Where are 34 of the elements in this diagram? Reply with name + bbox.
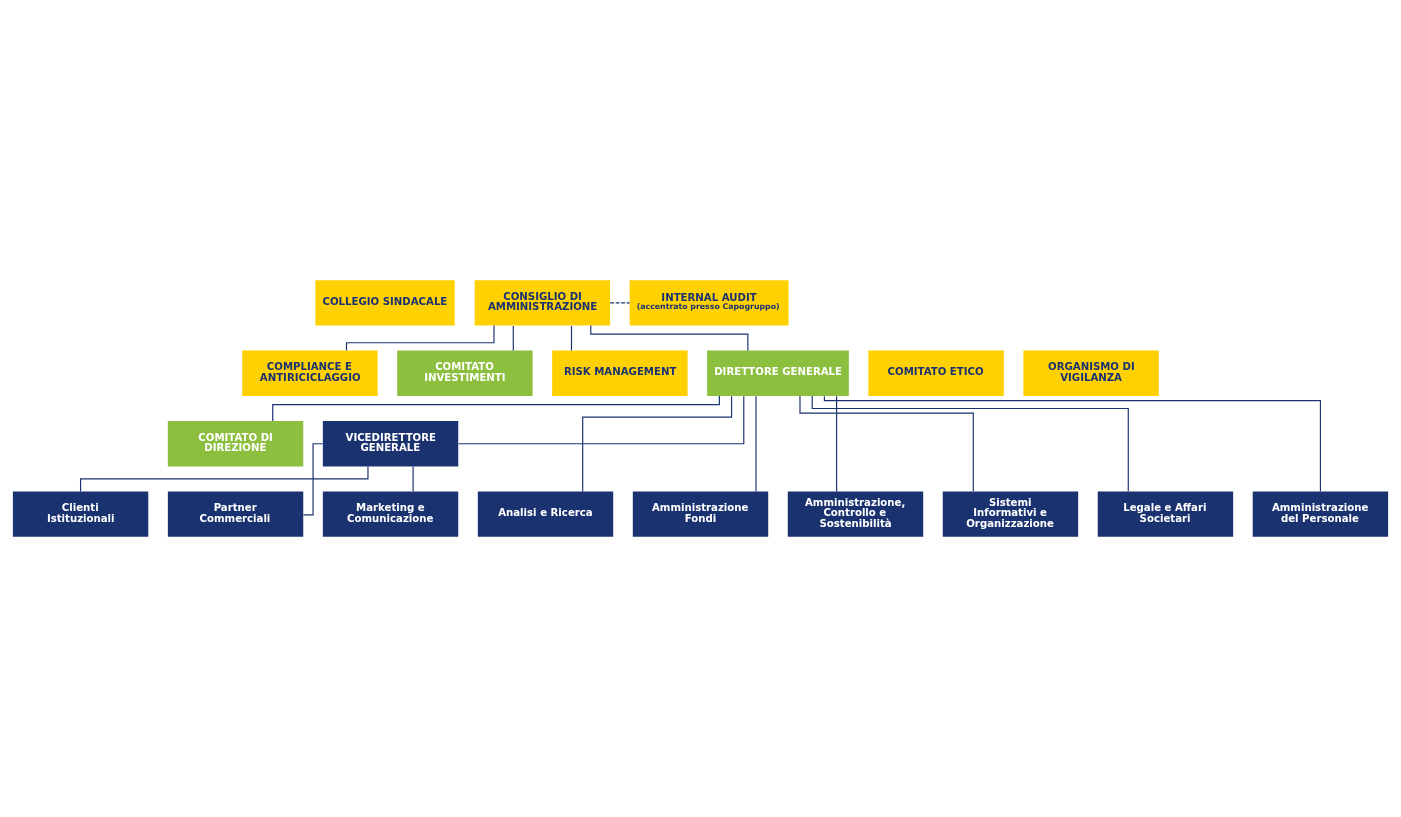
- node-box: Legale e Affari Societari: [1097, 491, 1234, 537]
- connector: [302, 443, 324, 516]
- node-box: VICEDIRETTORE GENERALE: [322, 421, 459, 467]
- connector: [799, 395, 974, 492]
- node-box: Analisi e Ricerca: [477, 491, 614, 537]
- node-box: COLLEGIO SINDACALE: [315, 280, 455, 326]
- connector: [345, 325, 495, 352]
- connector: [823, 395, 1321, 492]
- connector: [609, 302, 631, 304]
- connector: [457, 395, 745, 445]
- node-box: INTERNAL AUDIT (accentrato presso Capogruppo): [629, 280, 789, 326]
- connector: [570, 325, 573, 351]
- connector: [412, 466, 414, 492]
- node-box: COMITATO INVESTIMENTI: [397, 350, 533, 396]
- node-box: Partner Commerciali: [167, 491, 304, 537]
- connector: [512, 325, 514, 351]
- connector: [582, 395, 733, 492]
- connector: [80, 465, 369, 493]
- connector: [755, 395, 757, 493]
- node-box: Sistemi Informativi e Organizzazione: [942, 491, 1079, 537]
- node-box: Amministrazione, Controllo e Sostenibilità: [787, 491, 924, 537]
- node-box: Amministrazione del Personale: [1252, 491, 1389, 537]
- node-box: Amministrazione Fondi: [632, 491, 769, 537]
- node-box: RISK MANAGEMENT: [552, 350, 688, 396]
- node-box: COMPLIANCE E ANTIRICICLAGGIO: [242, 350, 378, 396]
- connector: [811, 395, 1129, 492]
- node-box: DIRETTORE GENERALE: [707, 350, 849, 396]
- node-box: ORGANISMO DI VIGILANZA: [1023, 350, 1159, 396]
- connector: [836, 395, 838, 493]
- node-box: Marketing e Comunicazione: [322, 491, 459, 537]
- node-box: Clienti Istituzionali: [12, 491, 149, 537]
- node-box: COMITATO DI DIREZIONE: [167, 421, 304, 467]
- node-box: CONSIGLIO DI AMMINISTRAZIONE: [474, 280, 611, 326]
- node-box: COMITATO ETICO: [868, 350, 1004, 396]
